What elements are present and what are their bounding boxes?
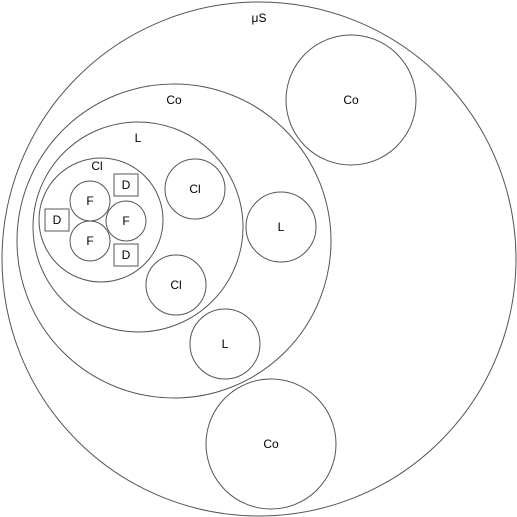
cl-bottom-label: Cl (170, 278, 181, 292)
d-top-label: D (122, 178, 131, 192)
node-cl-bottom: Cl (145, 254, 207, 316)
node-d-bottom: D (113, 243, 139, 267)
co-top-right-label: Co (343, 93, 359, 107)
l-right-circle (245, 191, 317, 263)
node-f-right: F (105, 200, 147, 242)
node-co-bottom: Co (205, 378, 337, 510)
co-main-label: Co (166, 93, 182, 107)
co-top-right-circle (285, 34, 417, 166)
cl-main-label: Cl (91, 159, 102, 173)
f-top-label: F (86, 194, 93, 208)
node-d-left: D (44, 208, 70, 232)
d-left-label: D (53, 213, 62, 227)
f-right-label: F (122, 214, 129, 228)
node-co-top-right: Co (285, 34, 417, 166)
d-bottom-box (113, 243, 139, 267)
d-bottom-label: D (122, 248, 131, 262)
node-cl-right: Cl (164, 158, 226, 220)
co-bottom-circle (205, 378, 337, 510)
mus-label: μS (252, 11, 267, 25)
node-d-top: D (113, 173, 139, 197)
f-right-circle (105, 200, 147, 242)
node-f-bottom: F (69, 220, 111, 262)
l-right-label: L (278, 220, 285, 234)
l-bottom-label: L (222, 337, 229, 351)
co-bottom-label: Co (263, 437, 279, 451)
f-bottom-circle (69, 220, 111, 262)
d-top-box (113, 173, 139, 197)
node-l-bottom: L (189, 308, 261, 380)
cl-bottom-circle (145, 254, 207, 316)
cl-right-circle (164, 158, 226, 220)
node-f-top: F (69, 180, 111, 222)
cl-right-label: Cl (189, 182, 200, 196)
f-bottom-label: F (86, 234, 93, 248)
node-l-right: L (245, 191, 317, 263)
d-left-box (44, 208, 70, 232)
l-bottom-circle (189, 308, 261, 380)
l-main-label: L (135, 131, 142, 145)
